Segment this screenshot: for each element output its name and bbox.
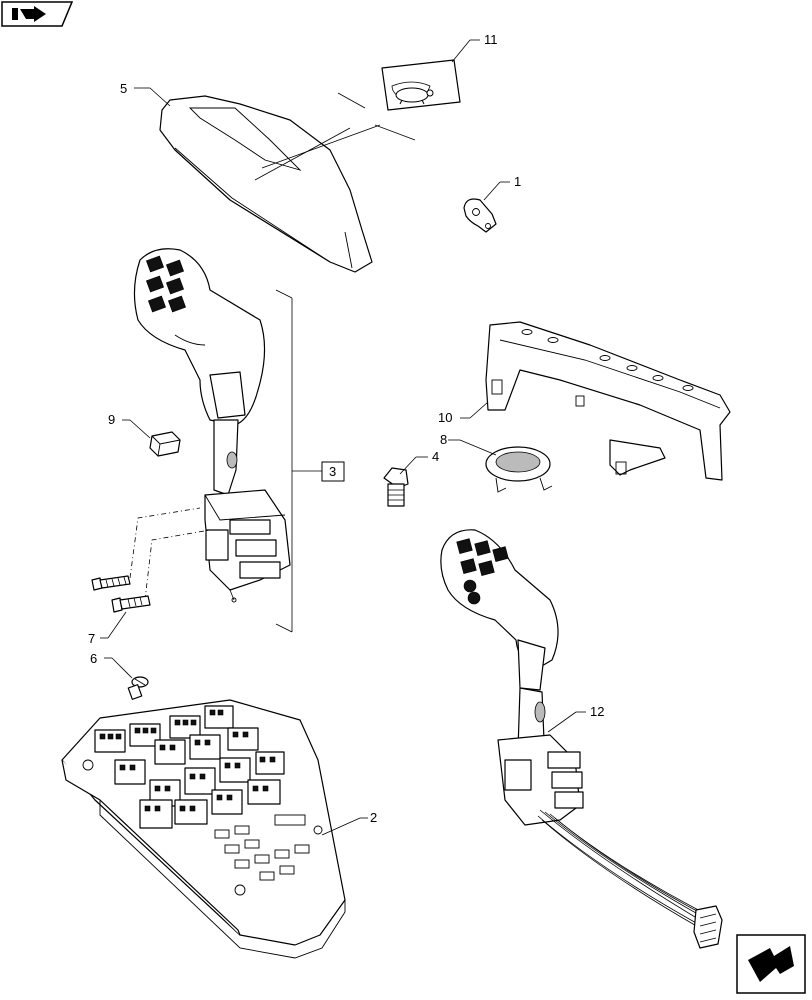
callout-8: 8 <box>440 432 447 447</box>
screw-part <box>91 575 151 613</box>
wire-harness <box>537 809 711 929</box>
control-module-part <box>61 699 346 959</box>
armrest-frame-part <box>485 321 731 481</box>
callout-11: 11 <box>484 32 498 47</box>
callout-5: 5 <box>120 81 127 96</box>
connector-block-group <box>94 705 285 829</box>
callout-10: 10 <box>438 410 452 425</box>
callout-12: 12 <box>590 704 604 719</box>
pcb-pad-grid <box>214 814 310 881</box>
bolt-part <box>383 467 409 507</box>
callout-9: 9 <box>108 412 115 427</box>
callout-3-box <box>321 461 345 482</box>
callout-4: 4 <box>432 449 439 464</box>
cable-clip-part <box>463 198 497 233</box>
small-screw-part <box>127 676 149 700</box>
slow-speed-label-part <box>381 59 461 111</box>
turtle-slow-speed-icon <box>395 87 434 105</box>
callout-6: 6 <box>90 651 97 666</box>
previous-page-arrow-icon[interactable] <box>1 1 74 27</box>
joystick-with-harness-part <box>440 529 723 949</box>
connector-pin-detail <box>99 709 276 812</box>
rubber-pad-part <box>149 431 181 457</box>
callout-2: 2 <box>370 810 377 825</box>
callout-7: 7 <box>88 631 95 646</box>
leader-lines <box>100 39 586 836</box>
round-plug-part <box>485 446 553 493</box>
assembly-bracket <box>275 289 322 633</box>
callout-1: 1 <box>514 174 521 189</box>
handle-cover-part <box>159 92 416 273</box>
joystick-assembly-part <box>133 248 291 603</box>
assembly-dash-lines <box>129 507 211 601</box>
callout-3: 3 <box>329 464 336 479</box>
next-page-arrow-icon[interactable] <box>736 934 806 994</box>
